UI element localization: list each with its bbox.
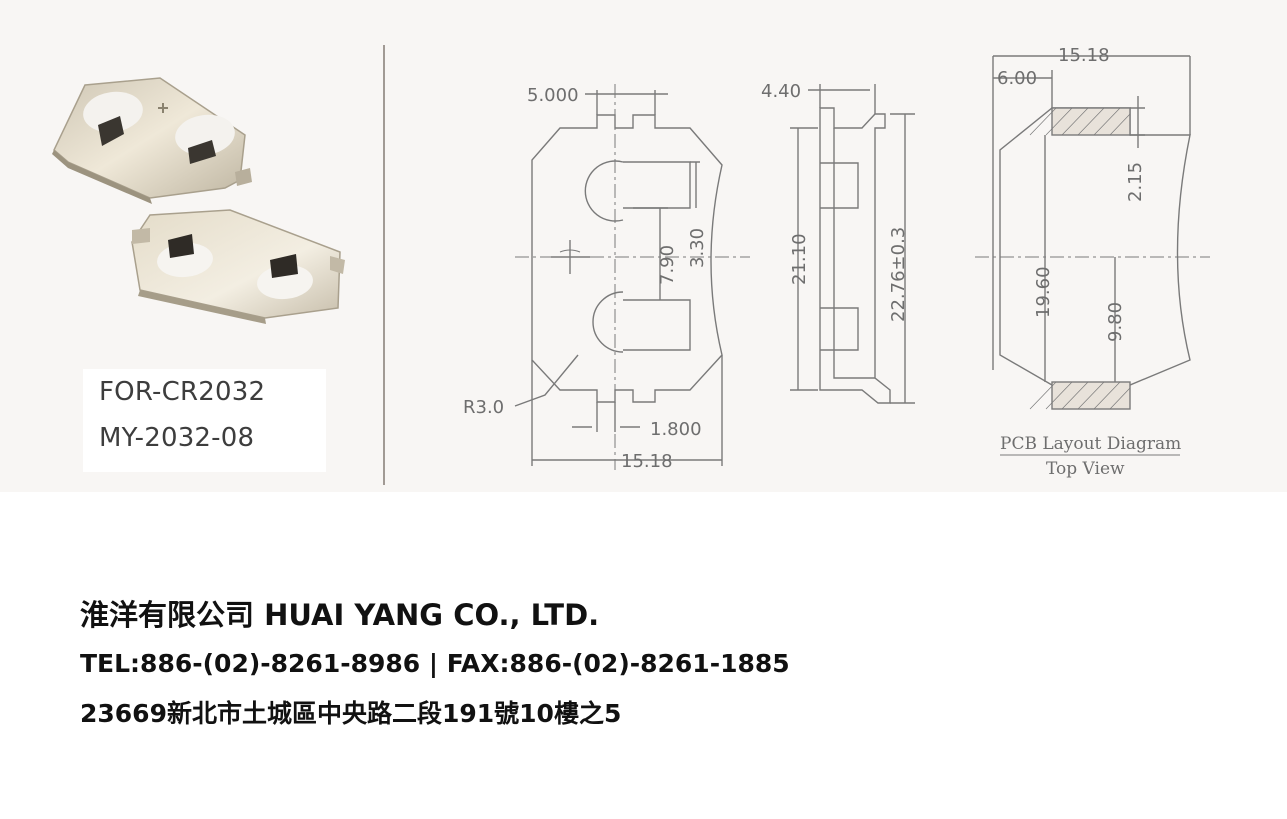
- product-photo: [52, 77, 345, 324]
- dim-side-inner-height: 21.10: [789, 233, 810, 285]
- company-contact: TEL:886-(02)-8261-8986 | FAX:886-(02)-82…: [80, 649, 790, 678]
- pcb-view: [975, 55, 1210, 456]
- technical-drawing: 5.000 R3.0 1.800 15.18 7.90 3.30 4.40 21…: [463, 45, 1210, 479]
- dim-front-top: 5.000: [527, 85, 579, 106]
- dim-side-top: 4.40: [761, 81, 801, 102]
- company-address: 23669新北市土城區中央路二段191號10樓之5: [80, 699, 622, 728]
- front-view: [514, 84, 750, 470]
- pcb-diagram-title: PCB Layout Diagram: [1000, 434, 1181, 454]
- dim-front-slot-offset: 3.30: [687, 228, 708, 268]
- company-name: 淮洋有限公司 HUAI YANG CO., LTD.: [80, 598, 600, 632]
- dim-pcb-pad-span: 19.60: [1033, 266, 1054, 318]
- holder-bottom-view: [131, 209, 345, 324]
- side-view: [790, 84, 915, 404]
- dim-front-pad: 1.800: [650, 419, 702, 440]
- model-label-box: FOR-CR2032 MY-2032-08: [83, 369, 326, 472]
- dim-front-slot-height: 7.90: [657, 245, 678, 285]
- pcb-diagram-subtitle: Top View: [1046, 459, 1125, 479]
- dim-front-width: 15.18: [621, 451, 673, 472]
- dim-front-radius: R3.0: [463, 397, 504, 418]
- dim-pcb-pad-height: 2.15: [1125, 162, 1146, 202]
- dim-pcb-pad-offset: 6.00: [997, 68, 1037, 89]
- vertical-divider: [383, 45, 385, 485]
- holder-top-view: [52, 77, 252, 204]
- model-label-2: MY-2032-08: [99, 423, 255, 453]
- model-label-1: FOR-CR2032: [99, 377, 266, 407]
- dim-pcb-half-span: 9.80: [1105, 302, 1126, 342]
- dim-pcb-width: 15.18: [1058, 45, 1110, 66]
- dim-side-outer-height: 22.76±0.3: [888, 227, 909, 322]
- company-info: 淮洋有限公司 HUAI YANG CO., LTD. TEL:886-(02)-…: [80, 595, 790, 733]
